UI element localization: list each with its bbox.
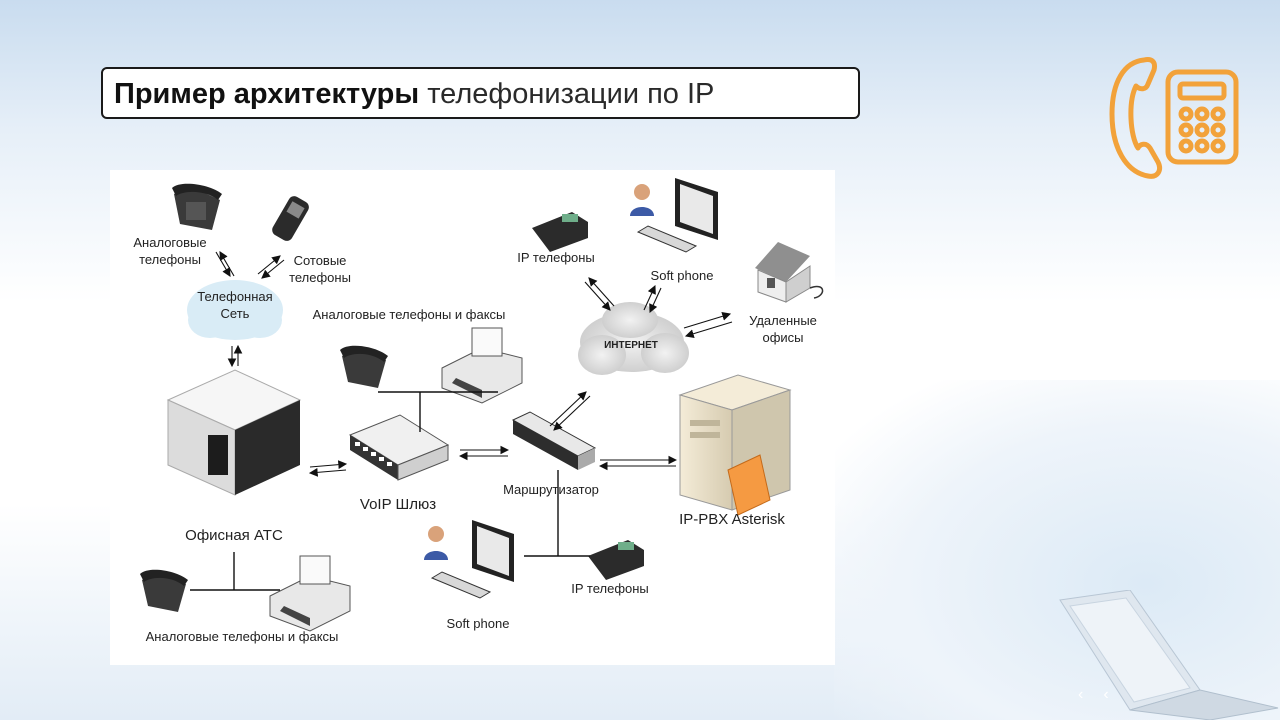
soft-phone-icon-2 [424,520,514,599]
router-icon [511,411,597,470]
phone-network-cloud [187,280,283,340]
fax-icon-2 [269,555,351,632]
ip-pbx-server-icon [678,374,792,516]
title-bold: Пример архитектуры [114,78,420,110]
label-phone-network-text: Телефонная Сеть [197,289,273,321]
cell-phone-icon [272,196,309,241]
ip-phone-icon-2 [588,540,644,580]
label-ip-phones-bottom: IP телефоны [571,581,649,596]
analog-phone-icon-3 [140,569,188,612]
voip-gateway-icon [348,414,450,481]
label-analog-phones-faxes-bottom: Аналоговые телефоны и факсы [145,629,339,644]
office-pbx-icon [166,369,302,496]
slide-nav-arrows: ‹‹ [1078,686,1129,703]
label-soft-phone-top: Soft phone [650,268,714,283]
label-ip-phones-top: IP телефоны [517,250,595,265]
label-remote-offices-text: Удаленные офисы [749,313,817,345]
fax-icon [441,327,523,404]
slide-title: Пример архитектуры телефонизации по IP [101,67,860,119]
remote-office-icon [755,242,824,303]
label-cell-phones-text: Сотовые телефоны [289,253,351,285]
label-analog-phones-faxes-top: Аналоговые телефоны и факсы [312,307,506,322]
network-diagram: Аналоговые телефоны Сотовые телефоны Тел… [110,170,835,665]
background-decoration [834,380,1280,720]
label-soft-phone-bottom: Soft phone [446,616,510,631]
label-analog-phones: Аналоговые телефоны [124,234,216,268]
label-router: Маршрутизатор [503,482,599,497]
label-ip-pbx: IP-PBX Asterisk [679,511,785,528]
label-voip-gateway: VoIP Шлюз [359,496,437,513]
diagram-canvas [140,178,824,632]
title-rest: телефонизации по IP [427,78,715,110]
analog-phone-icon-2 [340,345,388,388]
label-cell-phones: Сотовые телефоны [280,252,360,286]
internet-cloud [578,302,689,375]
label-internet: ИНТЕРНЕТ [604,340,658,351]
label-phone-network: Телефонная Сеть [180,288,290,322]
label-analog-phones-text: Аналоговые телефоны [133,235,207,267]
label-office-pbx: Офисная АТС [185,527,283,544]
arrows [215,251,733,477]
label-remote-offices: Удаленные офисы [736,312,830,346]
analog-phone-icon [172,183,222,230]
ip-phone-icon [532,212,588,252]
telephone-keypad-icon [1109,57,1239,179]
connectors [190,391,590,591]
laptop-icon [1059,590,1279,720]
soft-phone-icon [630,178,718,253]
